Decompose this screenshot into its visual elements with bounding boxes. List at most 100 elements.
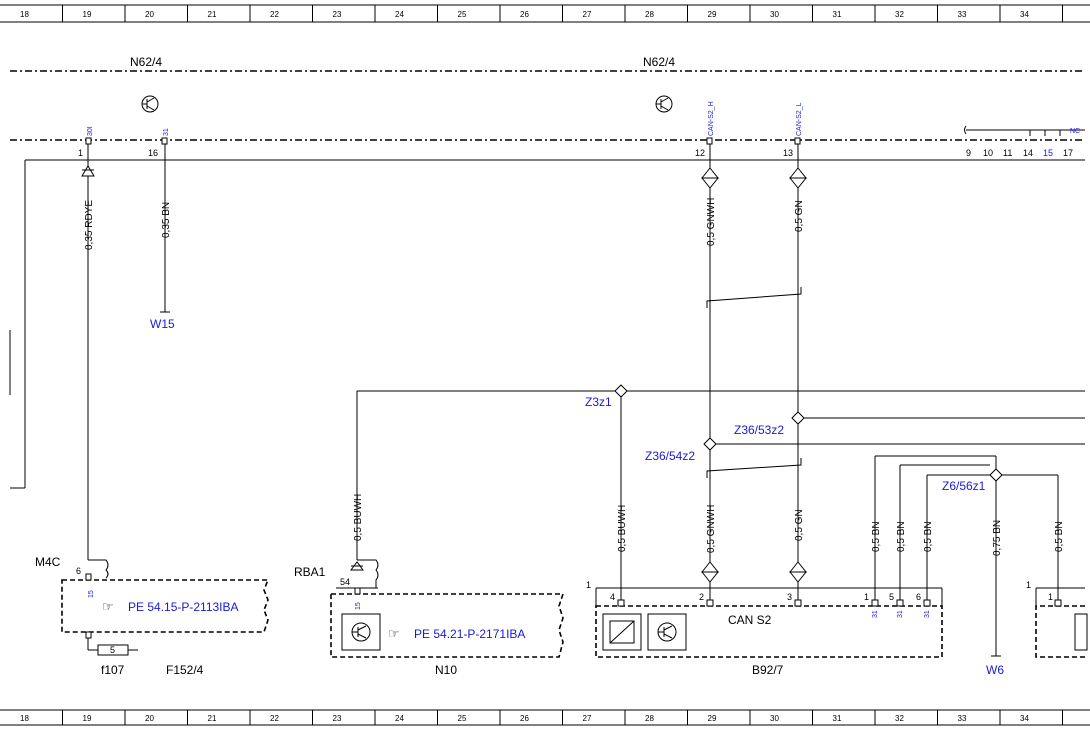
- label-b92-7: B92/7: [752, 663, 784, 677]
- svg-text:2: 2: [699, 592, 704, 602]
- wire-label-bn075: 0,75 BN: [992, 520, 1003, 556]
- ground-network: [874, 455, 1059, 657]
- n62-pins: [85, 137, 801, 145]
- twisted-pair-top: [706, 287, 802, 308]
- top-ruler-label: 34: [1020, 10, 1029, 19]
- wire-label-rdye: 0,35 RDYE: [84, 200, 95, 250]
- top-ruler-label: 28: [645, 10, 654, 19]
- top-ruler-label: 21: [208, 10, 217, 19]
- svg-text:3: 3: [787, 592, 792, 602]
- label-f107: f107: [101, 663, 125, 677]
- pin-f107: 5: [110, 645, 115, 655]
- b92-pin-numbers: 4 2 3 1 5 6: [610, 592, 921, 602]
- top-ruler-label: 18: [20, 10, 29, 19]
- twisted-pair-bottom: [706, 458, 802, 478]
- bottom-ruler-label: 19: [83, 714, 92, 723]
- wire-label-buwh-b92: 0,5 BUWH: [617, 505, 628, 552]
- wire-label-gn-bot: 0,5 GN: [794, 509, 805, 541]
- label-rba1: RBA1: [294, 565, 326, 579]
- wire-label-gn-top: 0,5 GN: [794, 200, 805, 232]
- signal-31c: 31: [924, 610, 931, 618]
- bottom-ruler-label: 20: [145, 714, 154, 723]
- splice-z36-54z2: Z36/54z2: [645, 449, 695, 463]
- svg-text:1: 1: [864, 592, 869, 602]
- splice-diamonds: [614, 384, 1003, 482]
- top-ruler-label: 22: [270, 10, 279, 19]
- splice-z36-53z2: Z36/53z2: [734, 423, 784, 437]
- signal-31a: 31: [872, 610, 879, 618]
- svg-text:15: 15: [1043, 148, 1053, 158]
- bottom-ruler-label: 23: [333, 714, 342, 723]
- wire-can-l: [788, 144, 808, 600]
- label-f152-4: F152/4: [166, 663, 204, 677]
- signal-can-l: CAN-S2_L: [796, 102, 803, 136]
- wire-label-gnwh-bot: 0,5 GNWH: [706, 505, 717, 553]
- component-n62-4-left: N62/4: [130, 55, 162, 69]
- top-ruler-label: 31: [833, 10, 842, 19]
- wire-label-gnwh-top: 0,5 GNWH: [706, 198, 717, 246]
- right-module-box: [1035, 587, 1088, 658]
- bottom-ruler-label: 31: [833, 714, 842, 723]
- top-ruler-label: 23: [333, 10, 342, 19]
- svg-text:6: 6: [916, 592, 921, 602]
- wire-label-bn3: 0,5 BN: [923, 521, 934, 552]
- ground-w15: W15: [150, 317, 175, 331]
- reference-pe-2171[interactable]: PE 54.21-P-2171IBA: [414, 627, 525, 641]
- signal-30i: 30I: [87, 126, 94, 136]
- component-n62-4-right: N62/4: [643, 55, 675, 69]
- svg-text:4: 4: [610, 592, 615, 602]
- signal-31b: 31: [897, 610, 904, 618]
- pin-rba1: 54: [340, 577, 350, 587]
- top-ruler-label: 33: [958, 10, 967, 19]
- label-n10: N10: [435, 663, 457, 677]
- top-ruler-label: 32: [895, 10, 904, 19]
- bottom-ruler-label: 30: [770, 714, 779, 723]
- bottom-ruler-label: 28: [645, 714, 654, 723]
- bottom-ruler-label: 25: [458, 714, 467, 723]
- ground-w6: W6: [986, 663, 1004, 677]
- right-connector-bracket: [964, 125, 1085, 135]
- bottom-ruler-label: 24: [395, 714, 404, 723]
- bottom-ruler-label: 27: [583, 714, 592, 723]
- splice-z3z1: Z3z1: [585, 395, 612, 409]
- pin-16: 16: [148, 148, 158, 158]
- bottom-ruler-label: 21: [208, 714, 217, 723]
- svg-text:10: 10: [983, 148, 993, 158]
- signal-can-h: CAN-S2_H: [708, 101, 715, 136]
- top-ruler-label: 20: [145, 10, 154, 19]
- pin-right-module: 1: [1048, 592, 1053, 602]
- bottom-ruler-label: 34: [1020, 714, 1029, 723]
- top-ruler-label: 27: [583, 10, 592, 19]
- svg-text:9: 9: [966, 148, 971, 158]
- signal-15b: 15: [355, 602, 362, 610]
- bottom-ruler-label: 29: [708, 714, 717, 723]
- right-pin-numbers: 9 10 11 14 15 17: [966, 148, 1073, 158]
- bottom-ruler-label: 26: [520, 714, 529, 723]
- top-ruler-label: 29: [708, 10, 717, 19]
- wire-rdye: [9, 144, 1085, 560]
- reference-pointer-icon: ☞: [102, 599, 114, 614]
- pin-m4c: 6: [76, 566, 81, 576]
- bus-lines: [356, 390, 1085, 600]
- svg-text:11: 11: [1003, 148, 1012, 158]
- signal-nc: NC: [1070, 128, 1080, 135]
- transistor-icon: [141, 95, 159, 113]
- n10-box: [330, 559, 565, 658]
- label-can-s2: CAN S2: [728, 613, 772, 627]
- wire-label-bn1: 0,5 BN: [871, 521, 882, 552]
- transistor-icon: [655, 95, 673, 113]
- pin-1: 1: [78, 148, 83, 158]
- bottom-ruler-label: 33: [958, 714, 967, 723]
- pin-13: 13: [783, 148, 793, 158]
- label-m4c: M4C: [35, 555, 61, 569]
- reference-pe-2113[interactable]: PE 54.15-P-2113IBA: [128, 600, 239, 614]
- pin-12: 12: [695, 148, 705, 158]
- reference-pointer-icon: ☞: [388, 626, 400, 641]
- top-ruler-label: 24: [395, 10, 404, 19]
- wire-can-h: [700, 144, 720, 600]
- pin-b92-left-1: 1: [586, 580, 591, 590]
- splice-z6-56z1: Z6/56z1: [942, 479, 986, 493]
